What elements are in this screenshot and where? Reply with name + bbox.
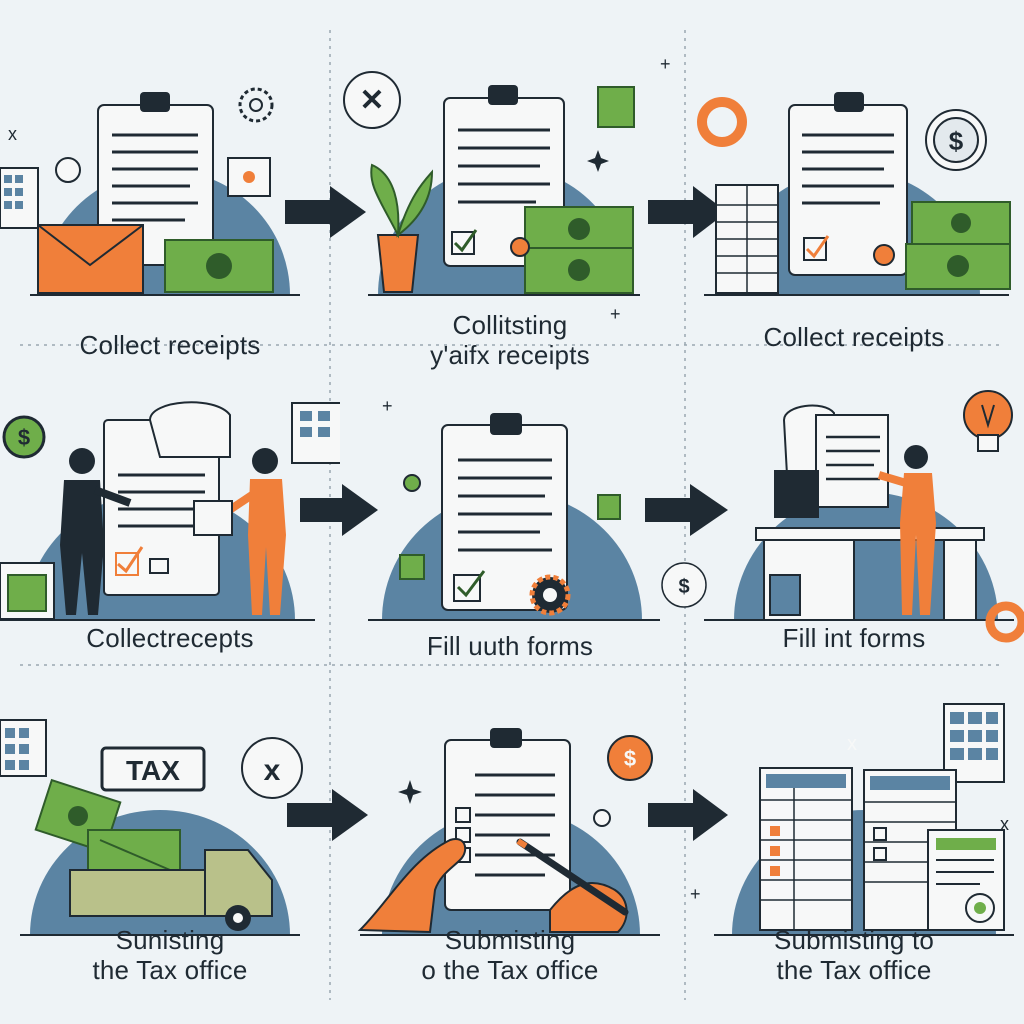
svg-text:$: $ <box>949 126 964 156</box>
calculator-icon <box>715 184 779 294</box>
hand-icon <box>357 838 467 934</box>
banknote-icon <box>905 201 1011 290</box>
close-icon: x <box>847 733 857 755</box>
person-icon <box>60 448 132 615</box>
step-1: Collect receipts <box>0 0 340 360</box>
step-7-illustration: TAX x <box>0 719 303 936</box>
banknote-icon <box>524 206 634 294</box>
step-7: TAX x Sunisting the Tax office <box>0 670 340 1000</box>
clipboard-icon <box>103 401 231 596</box>
step-2-caption: Collitsting y'aifx receipts <box>430 310 590 370</box>
plant-icon <box>370 163 434 293</box>
calculator-icon <box>0 167 39 229</box>
step-4-illustration: $ <box>0 401 340 621</box>
calculator-icon <box>291 402 340 464</box>
step-7-caption: Sunisting the Tax office <box>92 925 248 985</box>
lightbulb-icon <box>963 390 1013 452</box>
coin-icon: $ <box>925 109 987 171</box>
clipboard-icon <box>444 728 571 911</box>
gear-icon <box>510 237 530 257</box>
gear-icon <box>238 87 274 123</box>
svg-text:$: $ <box>624 746 636 771</box>
calculator-icon <box>0 719 47 777</box>
step-5-caption: Fill uuth forms <box>426 631 594 661</box>
receipt-icon <box>227 157 271 197</box>
svg-text:TAX: TAX <box>126 755 180 786</box>
step-4: $ Collectrecepts <box>0 355 340 685</box>
document-icon <box>782 404 889 508</box>
svg-text:$: $ <box>18 425 30 450</box>
envelope-icon <box>37 224 144 294</box>
coin-icon: $ <box>607 735 653 781</box>
sticky-note-icon <box>399 554 425 580</box>
step-1-illustration <box>0 87 300 296</box>
coin-icon <box>403 474 421 492</box>
sticky-note-icon <box>597 86 635 128</box>
gear-icon <box>529 574 571 616</box>
arrow-right-icon <box>287 789 368 841</box>
arrow-right-icon <box>300 484 378 536</box>
step-3: $ Collect receipts <box>684 0 1024 352</box>
step-4-caption: Collectrecepts <box>86 623 254 653</box>
coin-icon <box>985 601 1024 643</box>
step-5: Fill uuth forms <box>340 355 680 685</box>
svg-text:+: + <box>382 396 393 416</box>
step-2-illustration: ✕ <box>343 71 640 296</box>
truck-icon <box>69 849 273 931</box>
clipboard-icon <box>441 413 568 611</box>
step-5-illustration <box>368 413 660 621</box>
step-1-caption: Collect receipts <box>79 330 261 360</box>
sticky-note-icon <box>597 494 621 520</box>
step-9-illustration: x <box>714 703 1014 936</box>
document-icon <box>927 829 1005 931</box>
hand-pen-icon <box>516 838 629 933</box>
arrow-right-icon <box>648 789 728 841</box>
svg-text:+: + <box>690 884 701 904</box>
monitor-icon <box>774 470 819 518</box>
svg-text:x: x <box>264 754 281 787</box>
step-8-caption: Submisting o the Tax office <box>421 925 599 985</box>
svg-text:+: + <box>610 304 621 324</box>
svg-text:x: x <box>847 733 857 755</box>
desk-icon <box>0 562 55 620</box>
svg-text:+: + <box>660 54 671 74</box>
coin-icon: $ <box>661 562 707 608</box>
form-icon <box>759 767 853 931</box>
coin-icon <box>697 97 747 147</box>
step-9: x Submisting to the Tax office <box>684 670 1024 1000</box>
step-3-caption: Collect receipts <box>763 322 945 352</box>
svg-text:x: x <box>8 124 17 144</box>
arrow-right-icon <box>645 484 728 536</box>
gear-icon <box>873 244 895 266</box>
step-6-caption: Fill int forms <box>782 623 926 653</box>
person-icon <box>877 445 936 615</box>
tax-sign: TAX <box>100 746 206 792</box>
svg-text:x: x <box>1000 814 1009 834</box>
banknote-icon <box>164 239 274 293</box>
clipboard-icon <box>788 92 908 276</box>
arrow-right-icon <box>648 186 727 238</box>
sparkle-icon <box>398 780 422 804</box>
coin-icon: $ <box>2 415 46 459</box>
step-9-caption: Submisting to the Tax office <box>773 925 935 985</box>
step-6: Fill int forms <box>684 355 1024 685</box>
close-circle-icon: ✕ <box>343 71 401 129</box>
sparkle-icon <box>587 150 609 172</box>
document-icon <box>193 500 233 536</box>
step-3-illustration: $ <box>697 92 1011 296</box>
step-2: ✕ Collitsting y'aifx receipts <box>340 0 680 370</box>
step-6-illustration <box>704 390 1014 621</box>
step-8: $ Submisting o the Tax office <box>340 670 680 1000</box>
svg-text:✕: ✕ <box>359 84 384 117</box>
arrow-right-icon <box>285 186 366 238</box>
leaf-icon <box>593 809 611 827</box>
close-circle-icon: x <box>241 737 303 799</box>
step-8-illustration: $ <box>357 728 660 936</box>
coin-icon <box>55 157 81 183</box>
svg-text:$: $ <box>678 576 689 598</box>
